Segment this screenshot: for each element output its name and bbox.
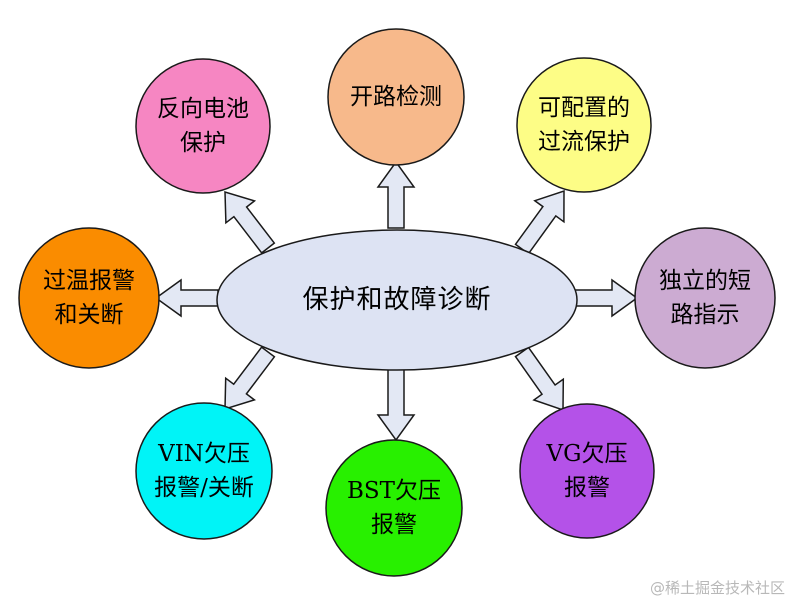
arrow-to-vin-undervoltage xyxy=(224,346,276,411)
node-circle-vg-undervoltage xyxy=(519,403,655,539)
arrow-to-short-indicator xyxy=(574,278,639,318)
node-circle-vin-undervoltage xyxy=(135,402,273,540)
center-ellipse xyxy=(216,229,578,371)
arrow-to-overcurrent xyxy=(514,189,565,255)
arrow-to-over-temp xyxy=(154,278,219,318)
node-circle-over-temp xyxy=(18,227,160,369)
node-circle-open-circuit xyxy=(327,28,465,166)
node-circle-overcurrent xyxy=(516,57,652,193)
node-circle-short-indicator xyxy=(634,227,776,369)
watermark: @稀土掘金技术社区 xyxy=(649,579,785,597)
node-circle-reverse-battery xyxy=(135,58,271,194)
arrow-to-reverse-battery xyxy=(224,190,276,254)
node-circle-bst-undervoltage xyxy=(325,439,463,577)
arrow-to-open-circuit xyxy=(376,160,416,229)
arrow-to-bst-undervoltage xyxy=(376,367,416,442)
arrow-to-vg-undervoltage xyxy=(514,346,565,412)
